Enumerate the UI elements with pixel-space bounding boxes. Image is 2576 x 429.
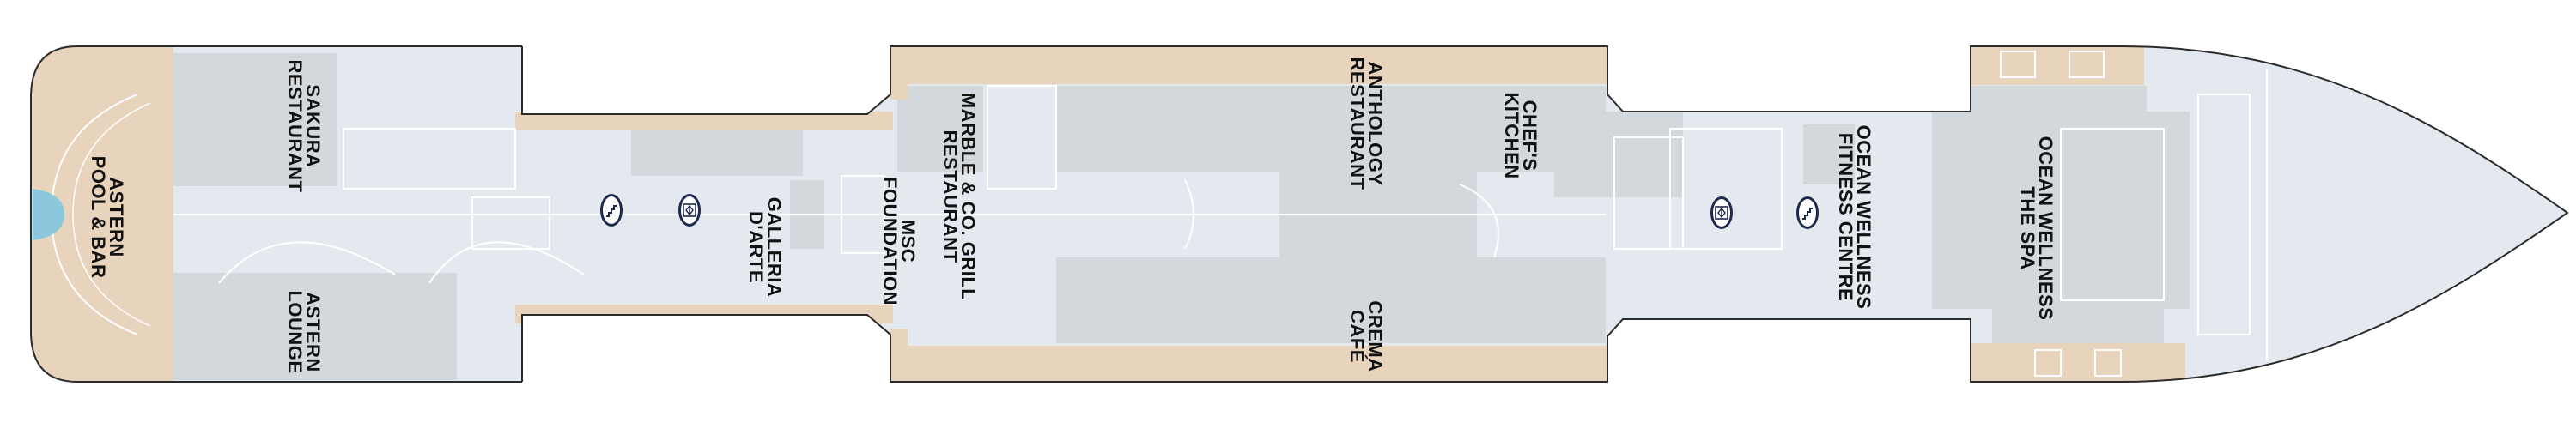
label-line: OCEAN WELLNESS [1853, 124, 1874, 310]
label-astern-lounge[interactable]: ASTERN LOUNGE [284, 290, 324, 374]
hull-outline [30, 45, 2569, 383]
open-area-port-aft [522, 46, 890, 114]
stairs-icon[interactable] [1796, 196, 1819, 229]
label-line: SAKURA [302, 84, 324, 168]
label-line: CAFÉ [1346, 310, 1368, 363]
label-crema-cafe[interactable]: CREMA CAFÉ [1346, 300, 1386, 372]
label-line: MSC [897, 219, 919, 263]
stairs-icon[interactable] [600, 194, 623, 227]
label-the-spa[interactable]: OCEAN WELLNESS THE SPA [2017, 136, 2057, 321]
label-line: RESTAURANT [284, 59, 306, 193]
label-line: ASTERN [106, 177, 127, 257]
label-line: CHEF'S [1519, 100, 1540, 172]
label-line: CREMA [1364, 300, 1386, 372]
label-line: MARBLE & CO. GRILL [957, 92, 979, 301]
label-line: LOUNGE [284, 290, 306, 374]
label-line: FOUNDATION [879, 176, 901, 306]
label-line: GALLERIA [763, 196, 785, 298]
label-marble-grill-restaurant[interactable]: MARBLE & CO. GRILL RESTAURANT [939, 92, 979, 301]
elevator-icon[interactable] [1710, 196, 1733, 229]
label-line: RESTAURANT [1346, 57, 1368, 190]
open-area-starboard-fwd [1607, 319, 1971, 382]
label-galleria-darte[interactable]: GALLERIA D'ARTE [745, 196, 785, 298]
label-line: RESTAURANT [939, 130, 961, 263]
open-area-starboard-aft [522, 315, 890, 382]
label-line: FITNESS CENTRE [1835, 132, 1856, 302]
label-anthology-restaurant[interactable]: ANTHOLOGY RESTAURANT [1346, 57, 1386, 190]
label-line: D'ARTE [745, 210, 767, 284]
label-line: KITCHEN [1501, 92, 1522, 179]
label-chefs-kitchen[interactable]: CHEF'S KITCHEN [1501, 92, 1540, 179]
label-msc-foundation[interactable]: MSC FOUNDATION [879, 176, 919, 306]
label-line: THE SPA [2017, 186, 2038, 270]
open-area-port-fwd [1607, 46, 1971, 112]
label-astern-pool-bar[interactable]: ASTERN POOL & BAR [88, 155, 127, 279]
pool [33, 189, 64, 240]
label-line: OCEAN WELLNESS [2035, 136, 2057, 321]
wall-lines [173, 51, 2268, 377]
label-line: ASTERN [302, 292, 324, 372]
label-fitness-centre[interactable]: OCEAN WELLNESS FITNESS CENTRE [1835, 124, 1874, 310]
label-line: POOL & BAR [88, 155, 109, 279]
label-sakura-restaurant[interactable]: SAKURA RESTAURANT [284, 59, 324, 193]
label-line: ANTHOLOGY [1364, 61, 1386, 186]
elevator-icon[interactable] [678, 194, 701, 227]
